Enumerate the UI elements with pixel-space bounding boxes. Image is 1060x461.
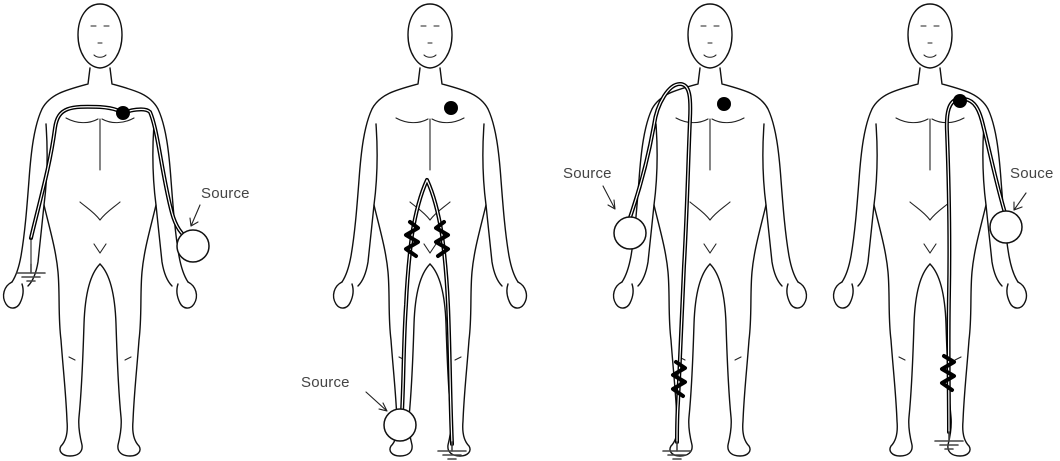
- source-label-figure-1: Source: [201, 186, 250, 201]
- source-circle-icon: [384, 409, 416, 441]
- source-circle-icon: [177, 230, 209, 262]
- source-circle-icon: [614, 217, 646, 249]
- figure-4-hand-to-foot: [834, 4, 1027, 456]
- source-label-figure-2: Source: [301, 375, 350, 390]
- source-arrow-icon: [603, 186, 615, 209]
- ground-symbol-icon: [935, 432, 963, 449]
- heart-marker-icon: [953, 94, 967, 108]
- heart-marker-icon: [444, 101, 458, 115]
- source-arrow-icon: [1014, 193, 1026, 210]
- source-circle-icon: [990, 211, 1022, 243]
- figure-2-leg-to-leg: [334, 4, 527, 459]
- source-arrow-icon: [366, 392, 387, 411]
- ground-symbol-icon: [17, 264, 45, 281]
- figure-3-hand-to-foot: [603, 4, 806, 459]
- source-label-figure-3: Source: [563, 166, 612, 181]
- heart-marker-icon: [717, 97, 731, 111]
- source-label-figure-4: Souce: [1010, 166, 1054, 181]
- heart-marker-icon: [116, 106, 130, 120]
- figure-1-hand-to-hand: [4, 4, 209, 456]
- source-arrow-icon: [190, 205, 200, 226]
